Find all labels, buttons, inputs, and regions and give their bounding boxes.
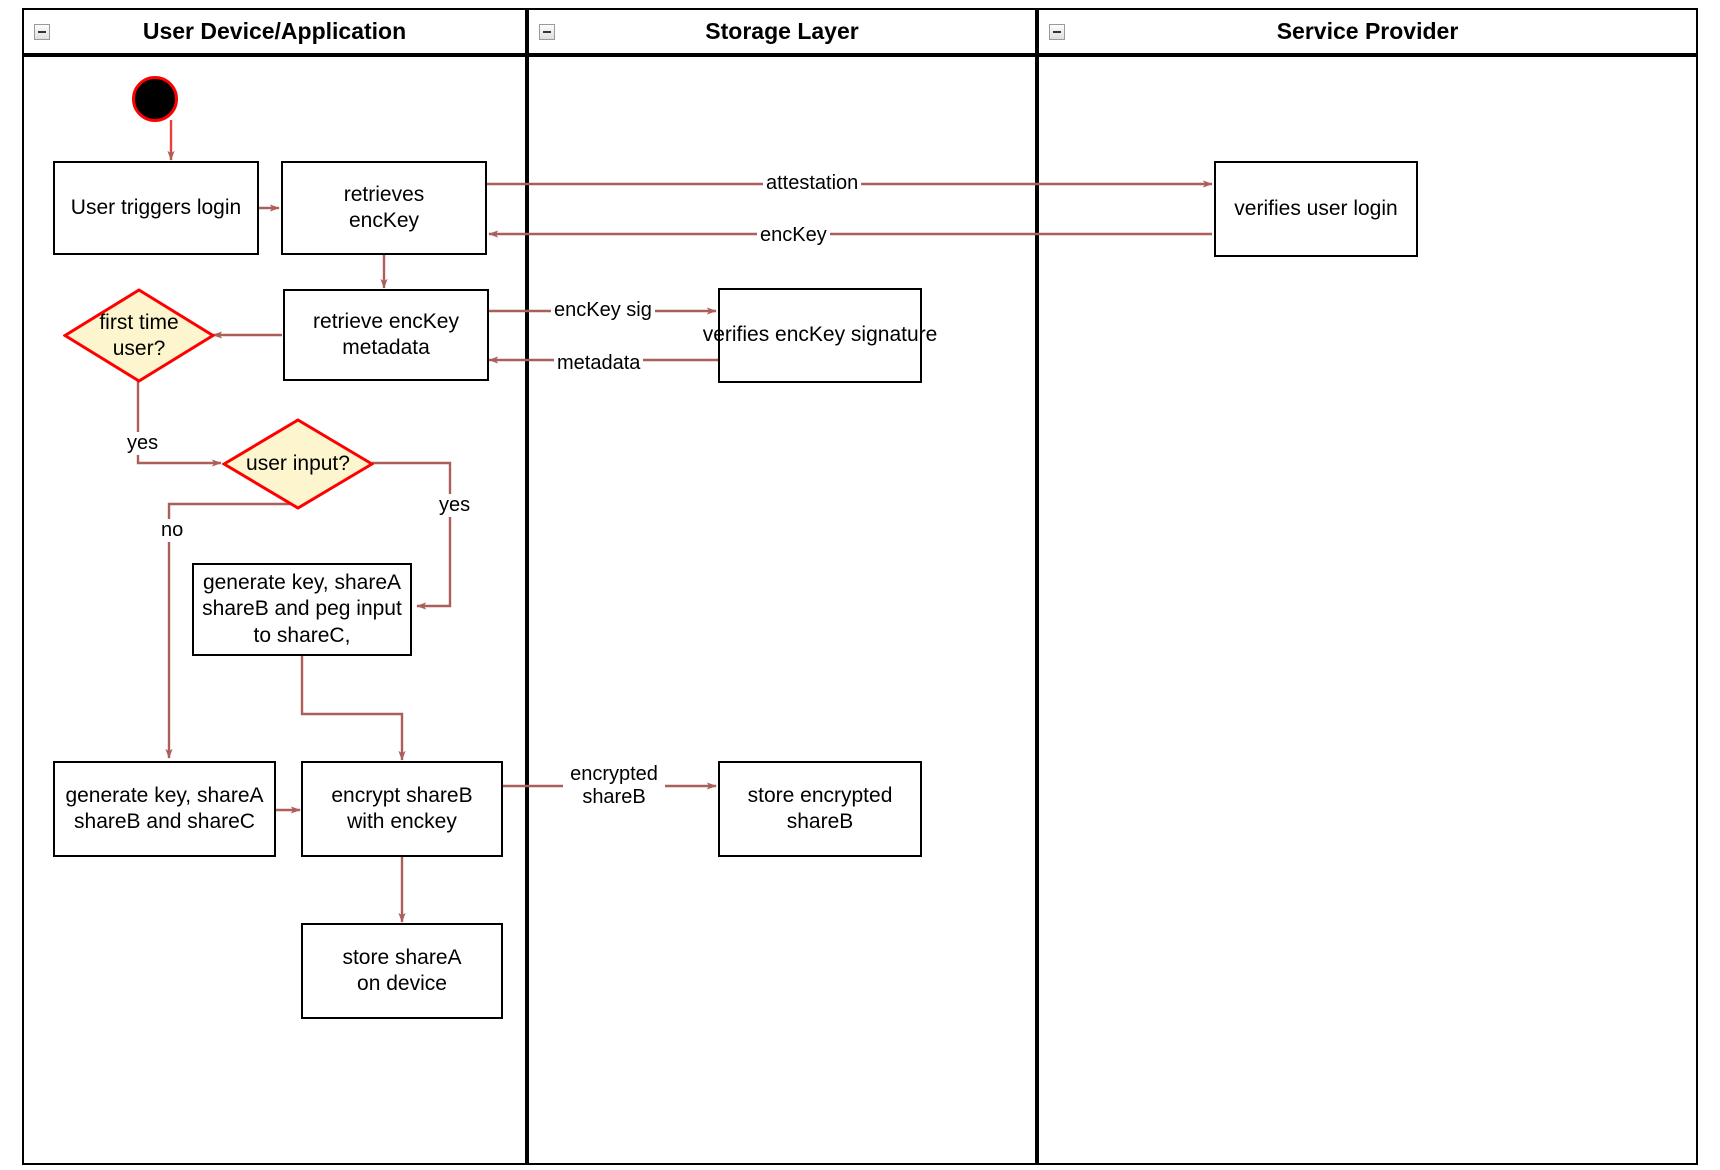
edge-label-yes-first-time-user: yes	[124, 432, 162, 455]
node-generate-sharea-shareb-sharec[interactable]: generate key, shareA shareB and shareC	[53, 761, 276, 857]
node-label-line1: store encrypted	[747, 783, 893, 807]
node-store-encrypted-shareb[interactable]: store encrypted shareB	[718, 761, 922, 857]
lane-header-storage-layer[interactable]: Storage Layer	[527, 8, 1037, 55]
node-generate-peg-sharec[interactable]: generate key, shareA shareB and peg inpu…	[192, 563, 412, 656]
edge-label-metadata: metadata	[554, 352, 644, 375]
minus-box-icon[interactable]	[539, 23, 555, 40]
node-label-line2: encKey	[348, 209, 420, 232]
lane-title-user-device: User Device/Application	[142, 18, 407, 44]
node-label-line1: store shareA	[342, 945, 462, 969]
node-label: verifies encKey signature	[702, 323, 938, 347]
node-user-input-decision[interactable]: user input?	[222, 418, 374, 510]
node-label-line1: retrieve encKey	[313, 309, 459, 333]
lane-title-service-provider: Service Provider	[1276, 18, 1459, 44]
start-node	[132, 76, 178, 122]
edge-label-enckey-sig: encKey sig	[551, 299, 655, 322]
node-verifies-user-login[interactable]: verifies user login	[1214, 161, 1418, 257]
lane-body-service-provider	[1037, 55, 1698, 1165]
node-label-line2: shareB and peg input	[202, 597, 402, 621]
minus-box-icon[interactable]	[34, 23, 50, 40]
edge-label-yes-user-input: yes	[436, 494, 474, 517]
edge-label-line1: encrypted	[570, 763, 658, 785]
node-label-line2: on device	[357, 972, 447, 995]
node-encrypt-shareb[interactable]: encrypt shareB with enckey	[301, 761, 503, 857]
edge-label-line2: shareB	[582, 786, 646, 808]
lane-body-user-device	[22, 55, 527, 1165]
node-label-line2: metadata	[342, 336, 430, 359]
lane-title-storage-layer: Storage Layer	[705, 18, 859, 44]
minus-box-icon[interactable]	[1049, 23, 1065, 40]
lane-body-storage-layer	[527, 55, 1037, 1165]
node-label: verifies user login	[1234, 196, 1398, 220]
edge-label-encrypted-shareb: encrypted shareB	[563, 763, 665, 809]
node-label: User triggers login	[70, 195, 242, 219]
edge-label-attestation: attestation	[763, 172, 862, 195]
node-label-line2: shareB	[786, 810, 854, 833]
edge-label-enckey: encKey	[757, 224, 830, 247]
node-verifies-enckey-signature[interactable]: verifies encKey signature	[703, 288, 937, 383]
edge-label-no-user-input: no	[158, 519, 187, 542]
node-label-line3: to shareC,	[253, 623, 351, 647]
lane-header-service-provider[interactable]: Service Provider	[1037, 8, 1698, 55]
node-retrieves-enckey[interactable]: retrieves encKey	[281, 161, 487, 255]
node-label-line2: shareB and shareC	[74, 810, 255, 833]
node-retrieve-enckey-metadata[interactable]: retrieve encKey metadata	[283, 289, 489, 381]
node-store-sharea-on-device[interactable]: store shareA on device	[301, 923, 503, 1019]
node-label-line1: generate key, shareA	[65, 783, 264, 807]
diamond-shape	[222, 418, 374, 510]
lane-header-user-device[interactable]: User Device/Application	[22, 8, 527, 55]
node-label-line2: with enckey	[347, 810, 457, 833]
node-first-time-user-decision[interactable]: first time user?	[63, 288, 215, 383]
node-label-line1: retrieves	[343, 182, 425, 206]
node-user-triggers-login[interactable]: User triggers login	[53, 161, 259, 255]
diamond-shape	[63, 288, 215, 383]
node-label-line1: encrypt shareB	[331, 783, 473, 807]
node-label-line1: generate key, shareA	[202, 571, 402, 595]
